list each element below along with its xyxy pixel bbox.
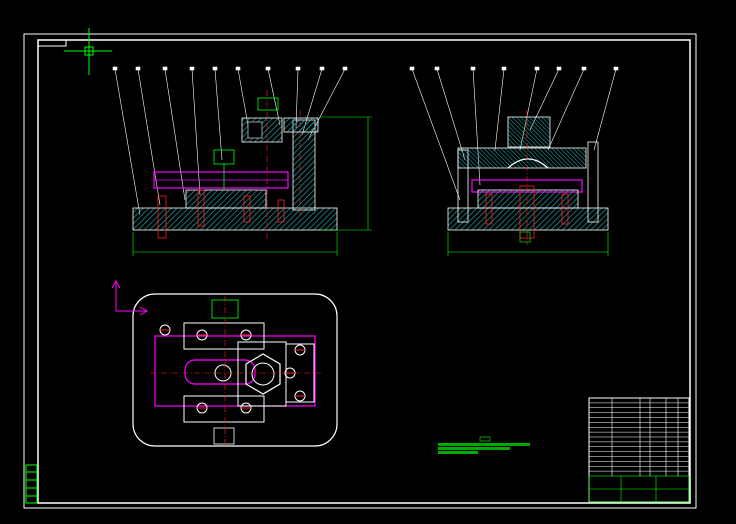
side-post-left: [457, 149, 469, 223]
side-base-plate: [447, 207, 609, 231]
side-post-right: [587, 141, 599, 223]
balloon-mark: [295, 66, 301, 71]
side-arc-clamp: [507, 158, 549, 169]
side-top-cap: [507, 116, 551, 148]
front-view: [112, 66, 372, 256]
front-column-top: [283, 117, 319, 133]
leader-line: [593, 68, 617, 151]
top-view: [111, 279, 338, 447]
front-mid-block: [185, 189, 267, 209]
balloon-mark: [319, 66, 325, 71]
balloon-mark: [342, 66, 348, 71]
inner-frame: [37, 39, 691, 504]
front-base-plate: [132, 207, 338, 231]
balloon-mark: [409, 66, 415, 71]
technical-note: [438, 436, 530, 454]
balloon-mark: [135, 66, 141, 71]
leader-line: [214, 68, 223, 161]
balloon-mark: [162, 66, 168, 71]
front-top-nut: [257, 97, 279, 111]
balloon-mark: [189, 66, 195, 71]
balloon-mark: [470, 66, 476, 71]
side-view: [409, 66, 619, 256]
balloon-mark: [613, 66, 619, 71]
side-top-beam: [457, 147, 587, 169]
leader-line: [494, 68, 505, 151]
outer-frame: [23, 33, 697, 509]
title-block-table: [588, 397, 690, 503]
front-column: [292, 119, 316, 211]
leader-line: [547, 68, 585, 151]
balloon-mark: [265, 66, 271, 71]
leader-line: [436, 68, 466, 161]
leader-line: [411, 68, 461, 201]
margin-stamp: [25, 464, 38, 504]
balloon-mark: [501, 66, 507, 71]
front-screw-head: [213, 149, 235, 165]
top-base-outline: [132, 293, 338, 447]
leader-line: [114, 68, 141, 216]
balloon-mark: [434, 66, 440, 71]
side-mid-block: [477, 189, 579, 209]
ucs-axis-icon: [111, 279, 149, 316]
leader-line: [237, 68, 249, 126]
balloon-mark: [534, 66, 540, 71]
balloon-mark: [235, 66, 241, 71]
crosshair-cursor-icon: [64, 28, 112, 75]
balloon-mark: [556, 66, 562, 71]
balloon-mark: [212, 66, 218, 71]
leader-line: [137, 68, 161, 206]
leader-line: [164, 68, 186, 201]
leader-line: [191, 68, 201, 196]
balloon-mark: [112, 66, 118, 71]
front-clamp-window: [247, 121, 263, 139]
balloon-mark: [581, 66, 587, 71]
leader-line: [267, 68, 281, 126]
frame-corner-notch: [38, 40, 67, 47]
